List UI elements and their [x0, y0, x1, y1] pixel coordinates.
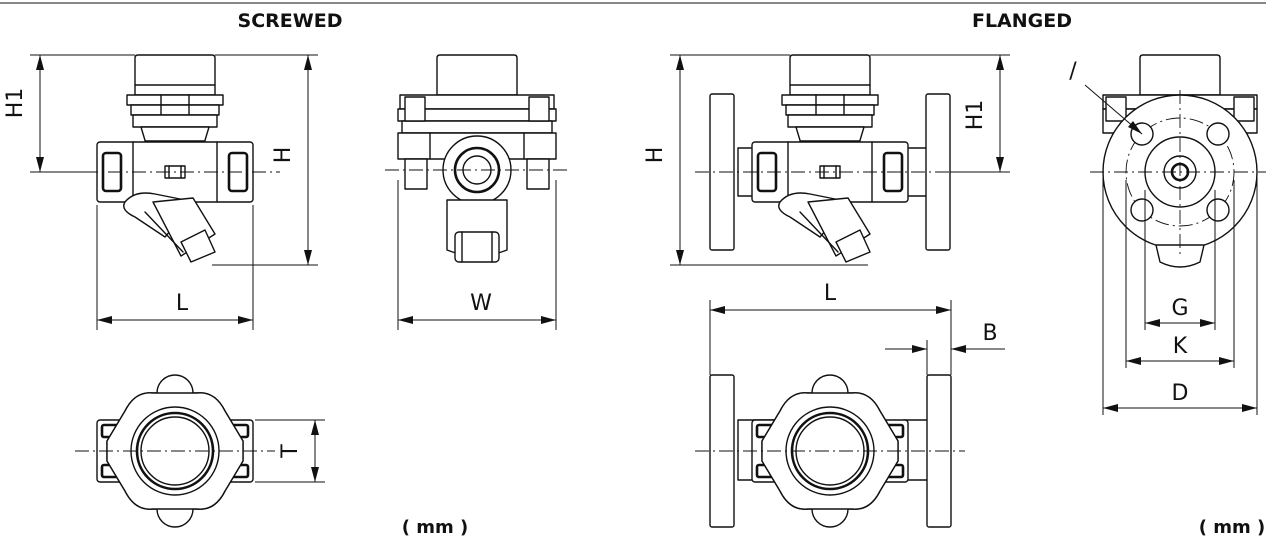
flanged-bottom-view: L B	[695, 281, 1005, 529]
dim-label-k: K	[1173, 334, 1188, 359]
flanged-front-view: H H1	[643, 54, 1010, 266]
screwed-side-view: W	[385, 54, 570, 330]
screwed-front-view: H1 H L	[3, 54, 318, 330]
unit-label-left: ( mm )	[402, 517, 469, 538]
header-flanged: FLANGED	[972, 10, 1072, 32]
dim-label-h1-screwed: H1	[3, 88, 28, 119]
dim-label-l-screwed: L	[176, 291, 189, 316]
dim-label-w: W	[470, 291, 492, 316]
dim-label-t: T	[278, 444, 303, 459]
flanged-side-view: / G K D	[1069, 54, 1266, 415]
header-screwed: SCREWED	[238, 10, 343, 32]
dim-label-b: B	[982, 321, 997, 346]
dim-label-h-screwed: H	[271, 147, 296, 164]
dim-label-g: G	[1171, 296, 1188, 321]
dim-label-bolt-hole: /	[1069, 59, 1077, 84]
dim-label-h-flanged: H	[643, 147, 668, 164]
dim-label-h1-flanged: H1	[963, 100, 988, 131]
dim-label-l-flanged: L	[824, 281, 837, 306]
dim-label-d: D	[1172, 381, 1189, 406]
screwed-bottom-view: T	[75, 373, 325, 529]
unit-label-right: ( mm )	[1199, 517, 1266, 538]
